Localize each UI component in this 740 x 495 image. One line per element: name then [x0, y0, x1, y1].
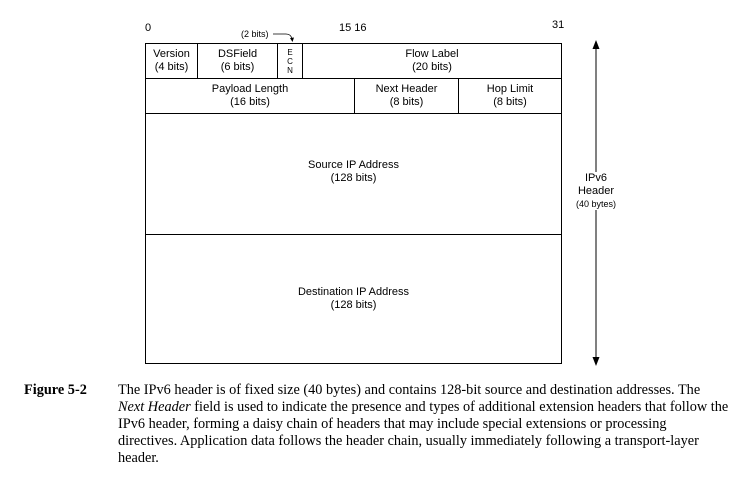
- ecn-letter-n: N: [287, 65, 293, 75]
- two-bits-arrow-icon: [273, 33, 294, 42]
- figure-caption-text-part2: field is used to indicate the presence a…: [118, 399, 729, 466]
- side-label-line1: IPv6: [584, 172, 607, 184]
- ipv6-header-table: Version (4 bits) DSField (6 bits) E C N …: [145, 43, 562, 364]
- source-address-field-name: Source IP Address: [308, 159, 399, 171]
- dsfield-field-size: (6 bits): [220, 61, 255, 73]
- payload-length-field: Payload Length (16 bits): [146, 79, 355, 113]
- next-header-field-name: Next Header: [375, 83, 438, 95]
- next-header-field-size: (8 bits): [389, 96, 424, 108]
- ecn-letter-c: C: [287, 56, 293, 66]
- ecn-letter-e: E: [287, 47, 293, 57]
- hop-limit-field: Hop Limit (8 bits): [459, 79, 561, 113]
- flow-label-field-size: (20 bits): [412, 61, 452, 73]
- figure-caption-label: Figure 5-2: [24, 382, 87, 398]
- header-row-source: Source IP Address (128 bits): [146, 114, 561, 235]
- header-row-1: Version (4 bits) DSField (6 bits) E C N …: [146, 44, 561, 79]
- bit-number-15-16: 15 16: [339, 22, 367, 34]
- hop-limit-field-size: (8 bits): [493, 96, 527, 108]
- ecn-field: E C N: [278, 44, 303, 78]
- payload-length-field-size: (16 bits): [230, 96, 270, 108]
- version-field: Version (4 bits): [146, 44, 198, 78]
- bit-number-31: 31: [552, 19, 565, 31]
- header-row-2: Payload Length (16 bits) Next Header (8 …: [146, 79, 561, 114]
- version-field-name: Version: [153, 48, 190, 60]
- source-address-field-size: (128 bits): [330, 172, 377, 184]
- payload-length-field-name: Payload Length: [211, 83, 289, 95]
- destination-address-field-size: (128 bits): [330, 299, 377, 311]
- figure-caption-text-part1: The IPv6 header is of fixed size (40 byt…: [118, 382, 701, 398]
- dsfield-field: DSField (6 bits): [198, 44, 278, 78]
- flow-label-field-name: Flow Label: [405, 48, 459, 60]
- next-header-field: Next Header (8 bits): [355, 79, 459, 113]
- figure-caption-emphasis: Next Header: [118, 399, 191, 415]
- side-label-line3: (40 bytes): [575, 199, 617, 209]
- version-field-size: (4 bits): [154, 61, 189, 73]
- source-address-field: Source IP Address (128 bits): [146, 114, 561, 234]
- header-row-destination: Destination IP Address (128 bits): [146, 235, 561, 363]
- destination-address-field-name: Destination IP Address: [297, 286, 410, 298]
- destination-address-field: Destination IP Address (128 bits): [146, 235, 561, 363]
- bit-number-0: 0: [145, 22, 152, 34]
- two-bits-label: (2 bits): [241, 29, 269, 39]
- dsfield-field-name: DSField: [217, 48, 258, 60]
- hop-limit-field-name: Hop Limit: [486, 83, 534, 95]
- ipv6-header-side-label: IPv6 Header (40 bytes): [566, 172, 626, 210]
- side-label-line2: Header: [577, 185, 615, 197]
- figure-caption-text: The IPv6 header is of fixed size (40 byt…: [118, 382, 729, 467]
- flow-label-field: Flow Label (20 bits): [303, 44, 561, 78]
